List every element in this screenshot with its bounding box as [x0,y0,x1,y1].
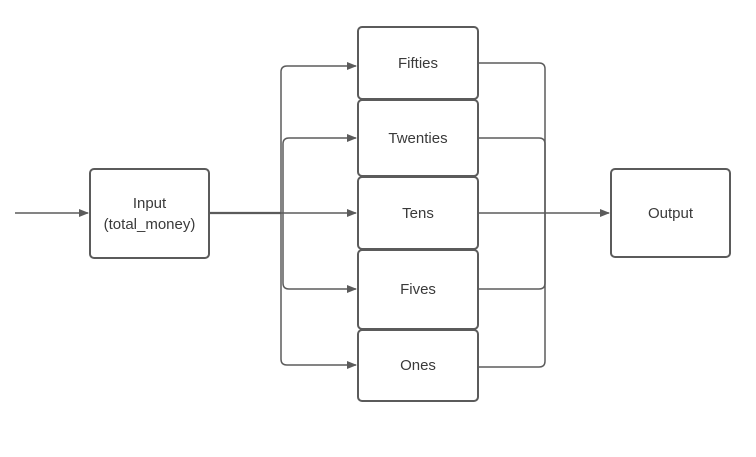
fifties-box: Fifties [357,26,479,100]
input-box-label: Input (total_money) [103,194,196,233]
fifties-label: Fifties [397,54,438,72]
tens-label: Tens [402,204,434,222]
merge-from-fives [479,213,546,290]
input-box: Input (total_money) [89,168,210,259]
ones-label: Ones [400,357,436,374]
merge-from-fifties [479,62,546,213]
branch-to-ones [280,213,357,369]
twenties-box: Twenties [357,99,479,177]
output-box: Output [610,168,731,258]
fives-label: Fives [400,281,436,298]
fives-box: Fives [357,249,479,330]
branch-to-twenties [282,134,357,213]
tens-box: Tens [357,176,479,250]
branch-to-fives [282,213,357,293]
merge-from-ones [479,213,546,368]
merge-from-twenties [479,137,546,213]
branch-to-fifties [280,62,357,213]
twenties-label: Twenties [388,129,448,147]
output-box-label: Output [647,204,694,222]
ones-box: Ones [357,329,479,402]
